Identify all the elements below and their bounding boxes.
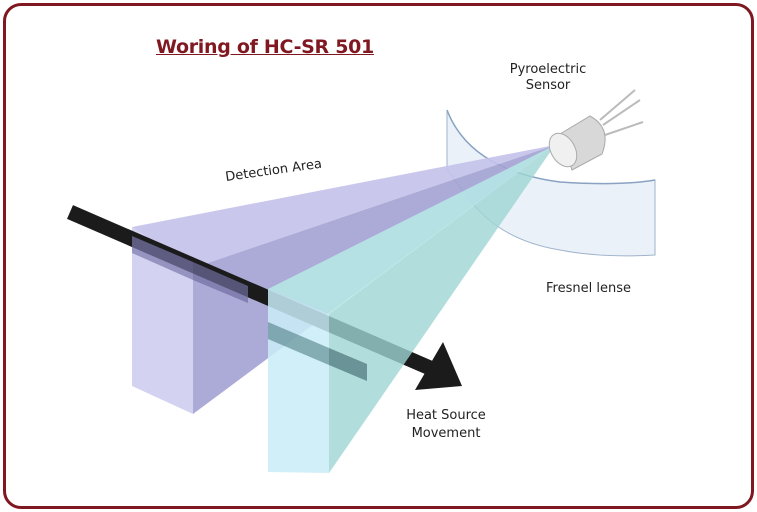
heat-source-label-line1: Heat Source <box>406 408 486 423</box>
heat-source-label-line2: Movement <box>412 426 481 441</box>
fresnel-lens-label: Fresnel lense <box>546 281 631 296</box>
diagram-title: Woring of HC-SR 501 <box>156 36 374 58</box>
detection-area-label: Detection Area <box>224 157 322 185</box>
sensor-label-line2: Sensor <box>526 78 571 93</box>
detection-zone-purple-front <box>132 227 193 414</box>
detection-zone-teal-top <box>268 145 555 314</box>
detection-zone-teal-front <box>268 289 329 473</box>
pyroelectric-sensor <box>548 89 644 171</box>
sensor-label-line1: Pyroelectric <box>510 62 587 77</box>
detection-zone-purple-top <box>132 145 555 268</box>
diagram-border <box>3 3 754 509</box>
detection-zone-teal-side <box>329 145 555 473</box>
